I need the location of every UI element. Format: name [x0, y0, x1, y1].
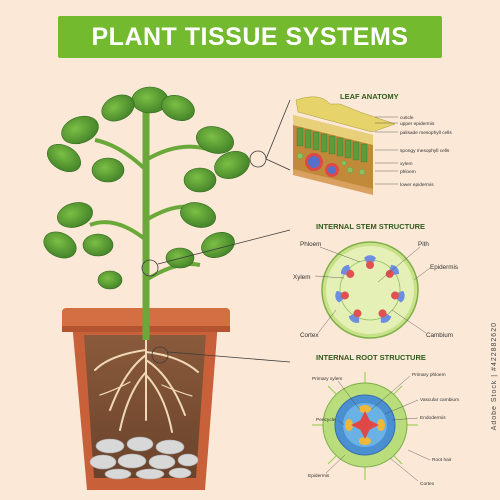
title-banner: PLANT TISSUE SYSTEMS — [58, 16, 442, 58]
root-label-endodermis: Endodermis — [420, 415, 446, 421]
root-label-pericycle: Pericycle — [316, 417, 336, 423]
plant — [43, 86, 250, 340]
roots — [94, 339, 199, 433]
leaf-anatomy-section: LEAF ANATOMY — [293, 92, 452, 195]
callout-lines — [141, 99, 291, 364]
root-structure-section: INTERNAL ROOT STRUCTURE — [308, 353, 459, 487]
root-label-cortex: Cortex — [420, 481, 435, 487]
stem-label-pith: Pith — [418, 241, 429, 248]
leaf-label-upper-epidermis: upper epidermis — [400, 121, 435, 127]
root-label-epidermis: Epidermis — [308, 473, 330, 479]
leaf-label-spongy: spongy mesophyll cells — [400, 148, 450, 154]
stem-label-cortex: Cortex — [300, 332, 319, 339]
leaf-label-xylem: xylem — [400, 161, 413, 167]
page-title: PLANT TISSUE SYSTEMS — [91, 22, 409, 51]
leaf-label-palisade: palisade mesophyll cells — [400, 130, 452, 136]
root-label-root-hair: Root hair — [432, 457, 452, 463]
gravel-layer — [89, 436, 199, 480]
leaf-label-phloem: phloem — [400, 169, 416, 175]
root-label-primary-xylem: Primary xylem — [312, 376, 342, 382]
stem-structure-section: INTERNAL STEM STRUCTURE Phloem Pith Xyle… — [293, 222, 458, 339]
stem-structure-title: INTERNAL STEM STRUCTURE — [316, 222, 425, 231]
root-label-primary-phloem: Primary phloem — [412, 372, 446, 378]
magnifier-circle-icon — [249, 150, 267, 168]
root-label-vascular-cambium: Vascular cambium — [420, 397, 459, 403]
root-structure-title: INTERNAL ROOT STRUCTURE — [316, 353, 426, 362]
vascular-bundles — [335, 255, 405, 323]
stem-label-epidermis: Epidermis — [430, 264, 458, 271]
magnifier-circle-icon — [151, 346, 169, 364]
leaf-label-cuticle: cuticle — [400, 115, 414, 121]
stem-label-cambium: Cambium — [426, 332, 453, 339]
stem-label-phloem: Phloem — [300, 241, 321, 248]
root-hairs — [312, 372, 418, 480]
stem-label-xylem: Xylem — [293, 274, 311, 281]
leaf-label-lower-epidermis: lower epidermis — [400, 182, 434, 188]
magnifier-circle-icon — [141, 259, 159, 277]
leaf-anatomy-title: LEAF ANATOMY — [340, 92, 399, 101]
